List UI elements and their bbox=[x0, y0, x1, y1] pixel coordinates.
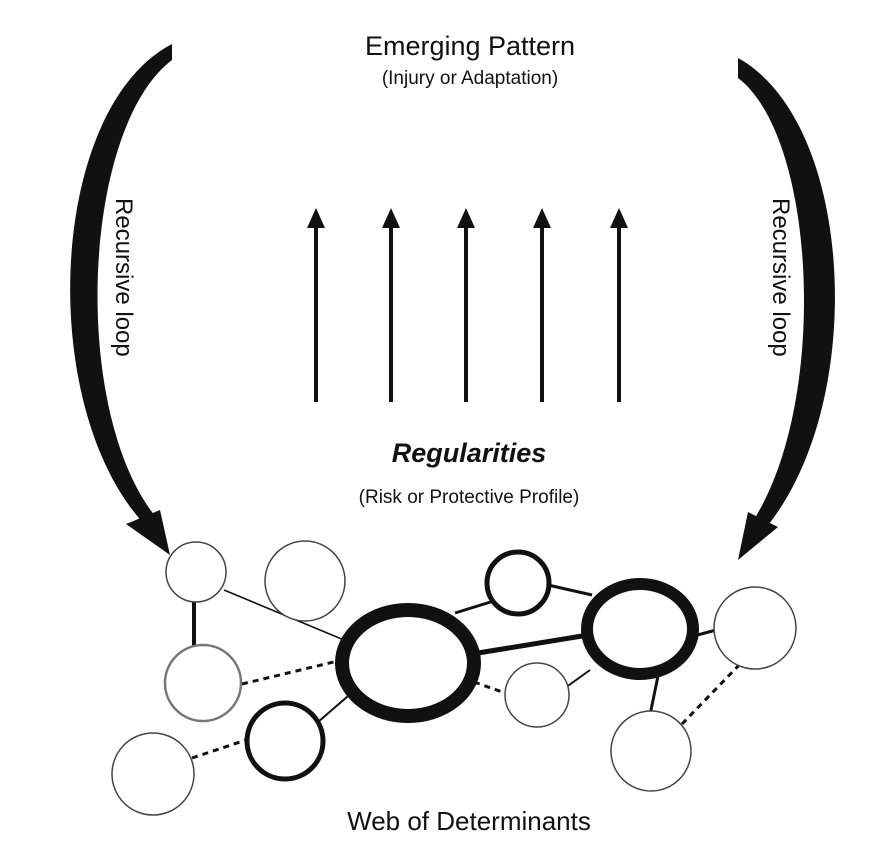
hub-node-circle bbox=[581, 578, 699, 680]
left-recursive-loop-arrow bbox=[70, 44, 172, 555]
upward-arrow bbox=[610, 208, 628, 402]
web-of-determinants-label: Web of Determinants bbox=[347, 806, 591, 836]
node-circle bbox=[165, 541, 227, 603]
edge bbox=[680, 660, 744, 726]
regularities-label: Regularities bbox=[392, 438, 547, 468]
node-circle bbox=[484, 549, 552, 617]
upward-arrow bbox=[533, 208, 551, 402]
node-circle bbox=[713, 586, 797, 670]
hub-node-circle bbox=[335, 603, 481, 723]
edge bbox=[477, 633, 583, 656]
upward-arrow bbox=[307, 208, 325, 402]
web-nodes bbox=[111, 540, 797, 816]
edge bbox=[648, 675, 660, 716]
upward-arrows bbox=[307, 208, 628, 402]
right-recursive-loop-arrow bbox=[738, 58, 835, 560]
web-edges bbox=[191, 583, 744, 760]
subtitle: (Injury or Adaptation) bbox=[382, 68, 558, 89]
node-circle bbox=[244, 700, 326, 782]
node-circle bbox=[264, 540, 346, 622]
edge bbox=[454, 598, 498, 615]
node-circle bbox=[504, 662, 570, 728]
profile-label: (Risk or Protective Profile) bbox=[359, 487, 580, 508]
edge bbox=[564, 669, 591, 689]
right-loop-label: Recursive loop bbox=[767, 198, 794, 357]
edge bbox=[241, 658, 343, 686]
edge bbox=[547, 583, 593, 597]
left-loop-label: Recursive loop bbox=[110, 198, 137, 357]
upward-arrow bbox=[457, 208, 475, 402]
title: Emerging Pattern bbox=[365, 31, 575, 61]
upward-arrow bbox=[382, 208, 400, 402]
node-circle bbox=[111, 732, 195, 816]
node-circle bbox=[610, 710, 692, 792]
edge bbox=[191, 738, 247, 760]
edge bbox=[473, 680, 509, 696]
node-circle bbox=[163, 643, 243, 723]
